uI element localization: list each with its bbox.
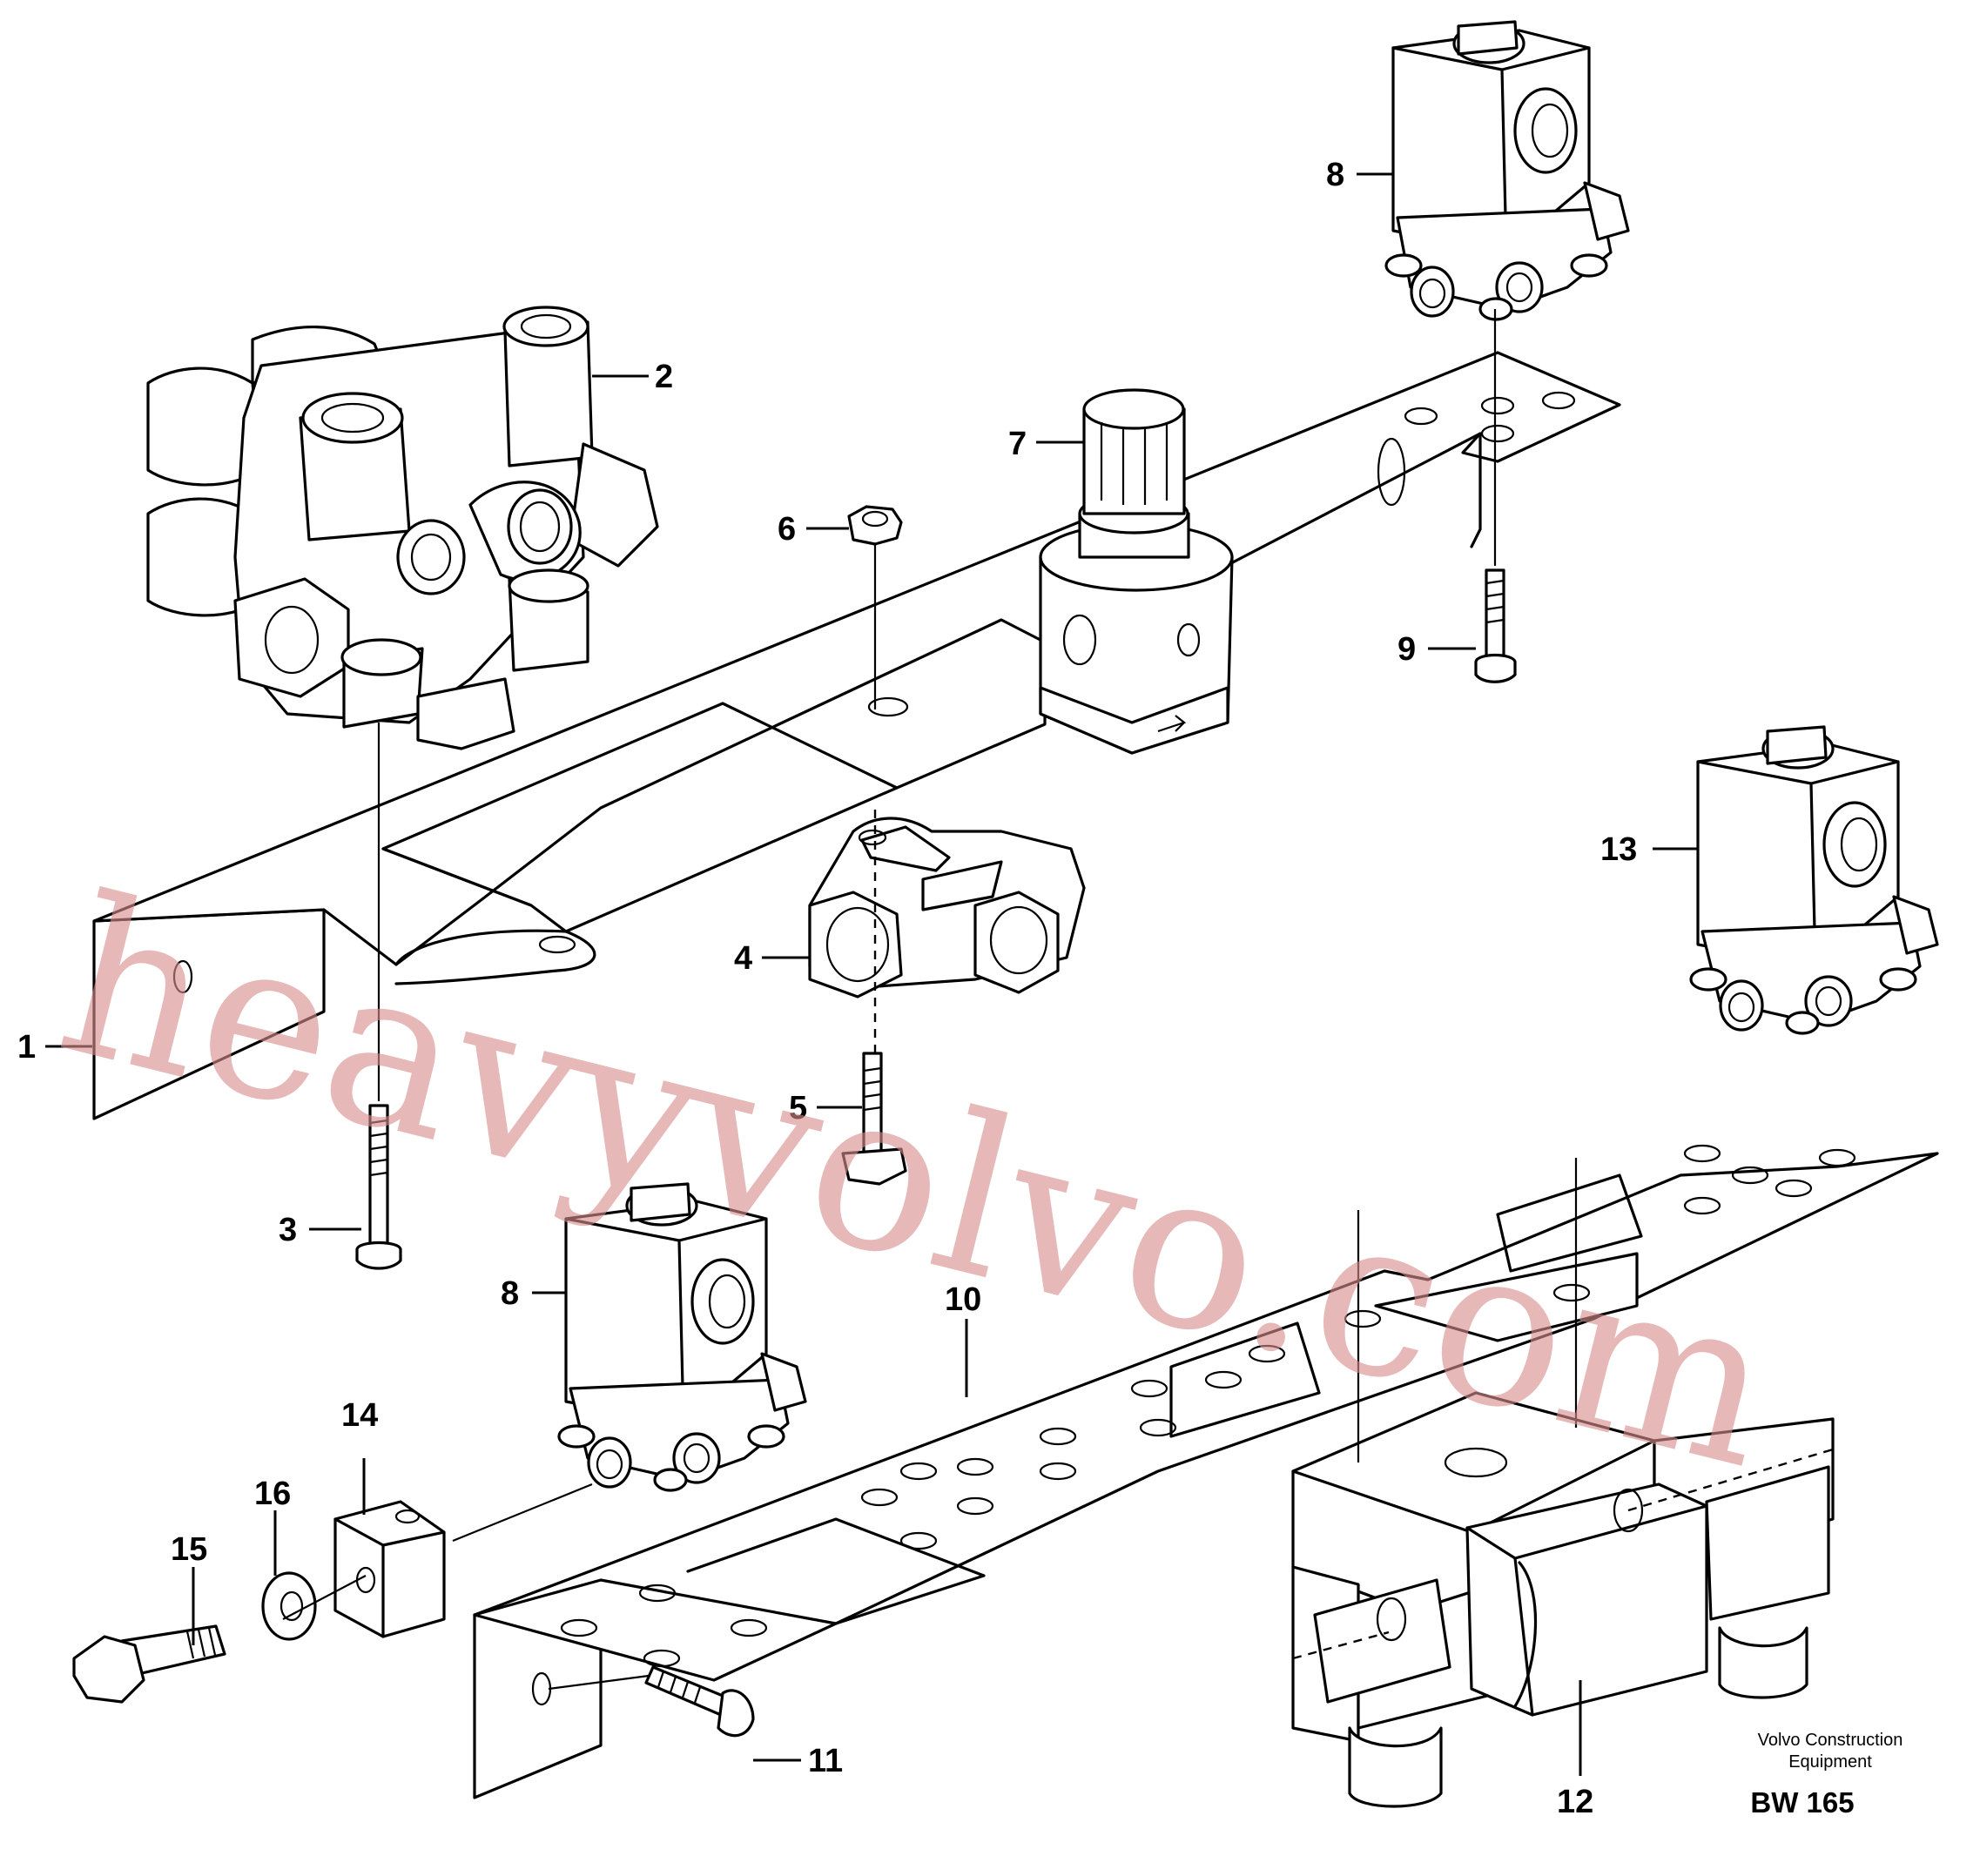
callout-15: 15 bbox=[171, 1531, 207, 1568]
figure-code: BW 165 bbox=[1750, 1786, 1854, 1819]
distribution-valve bbox=[146, 306, 659, 750]
assembly-lines bbox=[282, 309, 1834, 1691]
screw-9 bbox=[1474, 568, 1517, 683]
callout-12: 12 bbox=[1557, 1784, 1593, 1820]
callout-8-top: 8 bbox=[1326, 157, 1344, 193]
bolt-15 bbox=[72, 1624, 226, 1704]
nut bbox=[847, 505, 903, 546]
callout-9: 9 bbox=[1397, 631, 1416, 668]
callout-7: 7 bbox=[1008, 426, 1027, 462]
callout-5: 5 bbox=[789, 1090, 807, 1126]
upper-bracket bbox=[92, 351, 1621, 1120]
credit-line-2: Equipment bbox=[1788, 1752, 1872, 1772]
pressure-regulator bbox=[1039, 388, 1234, 755]
callout-14: 14 bbox=[341, 1397, 378, 1434]
credit-block: Volvo Construction Equipment BW 165 bbox=[1750, 1731, 1903, 1819]
solenoid-valve-lower bbox=[557, 1182, 807, 1492]
callout-2: 2 bbox=[655, 359, 673, 395]
callout-1: 1 bbox=[17, 1029, 36, 1066]
solenoid-valve-top bbox=[1384, 20, 1630, 321]
washer-16 bbox=[261, 1571, 317, 1641]
block-14 bbox=[333, 1500, 446, 1638]
callout-13: 13 bbox=[1600, 831, 1637, 868]
screw-3 bbox=[355, 1104, 402, 1270]
callout-6: 6 bbox=[778, 511, 796, 548]
callout-4: 4 bbox=[734, 940, 752, 977]
callout-10: 10 bbox=[945, 1281, 981, 1318]
callout-3: 3 bbox=[279, 1212, 297, 1248]
lower-bracket bbox=[473, 1144, 1939, 1799]
callout-labels: 1 2 3 4 5 6 7 8 8 9 10 11 12 13 14 15 16 bbox=[17, 157, 1637, 1820]
screw-11 bbox=[644, 1665, 755, 1738]
screw-5 bbox=[841, 1052, 907, 1186]
callout-8-lower: 8 bbox=[501, 1275, 519, 1312]
leader-lines bbox=[45, 172, 1698, 1776]
solenoid-valve-right bbox=[1689, 725, 1939, 1035]
block-valve bbox=[1291, 1391, 1835, 1808]
tee-valve bbox=[808, 817, 1086, 999]
credit-line-1: Volvo Construction bbox=[1758, 1731, 1903, 1750]
callout-11: 11 bbox=[808, 1743, 843, 1779]
callout-16: 16 bbox=[254, 1476, 291, 1512]
